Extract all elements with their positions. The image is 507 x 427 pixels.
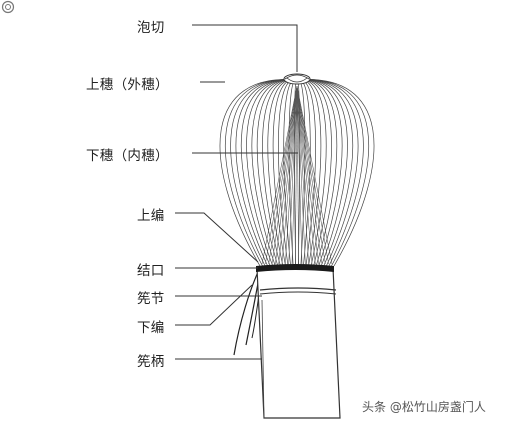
label-xianbing: 筅柄: [137, 354, 165, 370]
label-xiabian: 下编: [137, 320, 165, 336]
label-paoqie: 泡切: [137, 20, 165, 36]
label-xianjie: 筅节: [137, 291, 165, 307]
watermark: 头条 @松竹山房盏门人: [362, 400, 486, 414]
handle: [256, 264, 341, 419]
label-shangsui: 上穗（外穗）: [86, 77, 169, 93]
label-jiekou: 结口: [137, 263, 165, 279]
label-xiasui: 下穗（内穗）: [86, 148, 169, 164]
label-shangbian: 上编: [137, 208, 165, 224]
tip-knot: [283, 73, 311, 85]
snail-icon: [1, 0, 15, 14]
inner-tines: [261, 85, 333, 265]
leader-lines: [175, 24, 298, 360]
